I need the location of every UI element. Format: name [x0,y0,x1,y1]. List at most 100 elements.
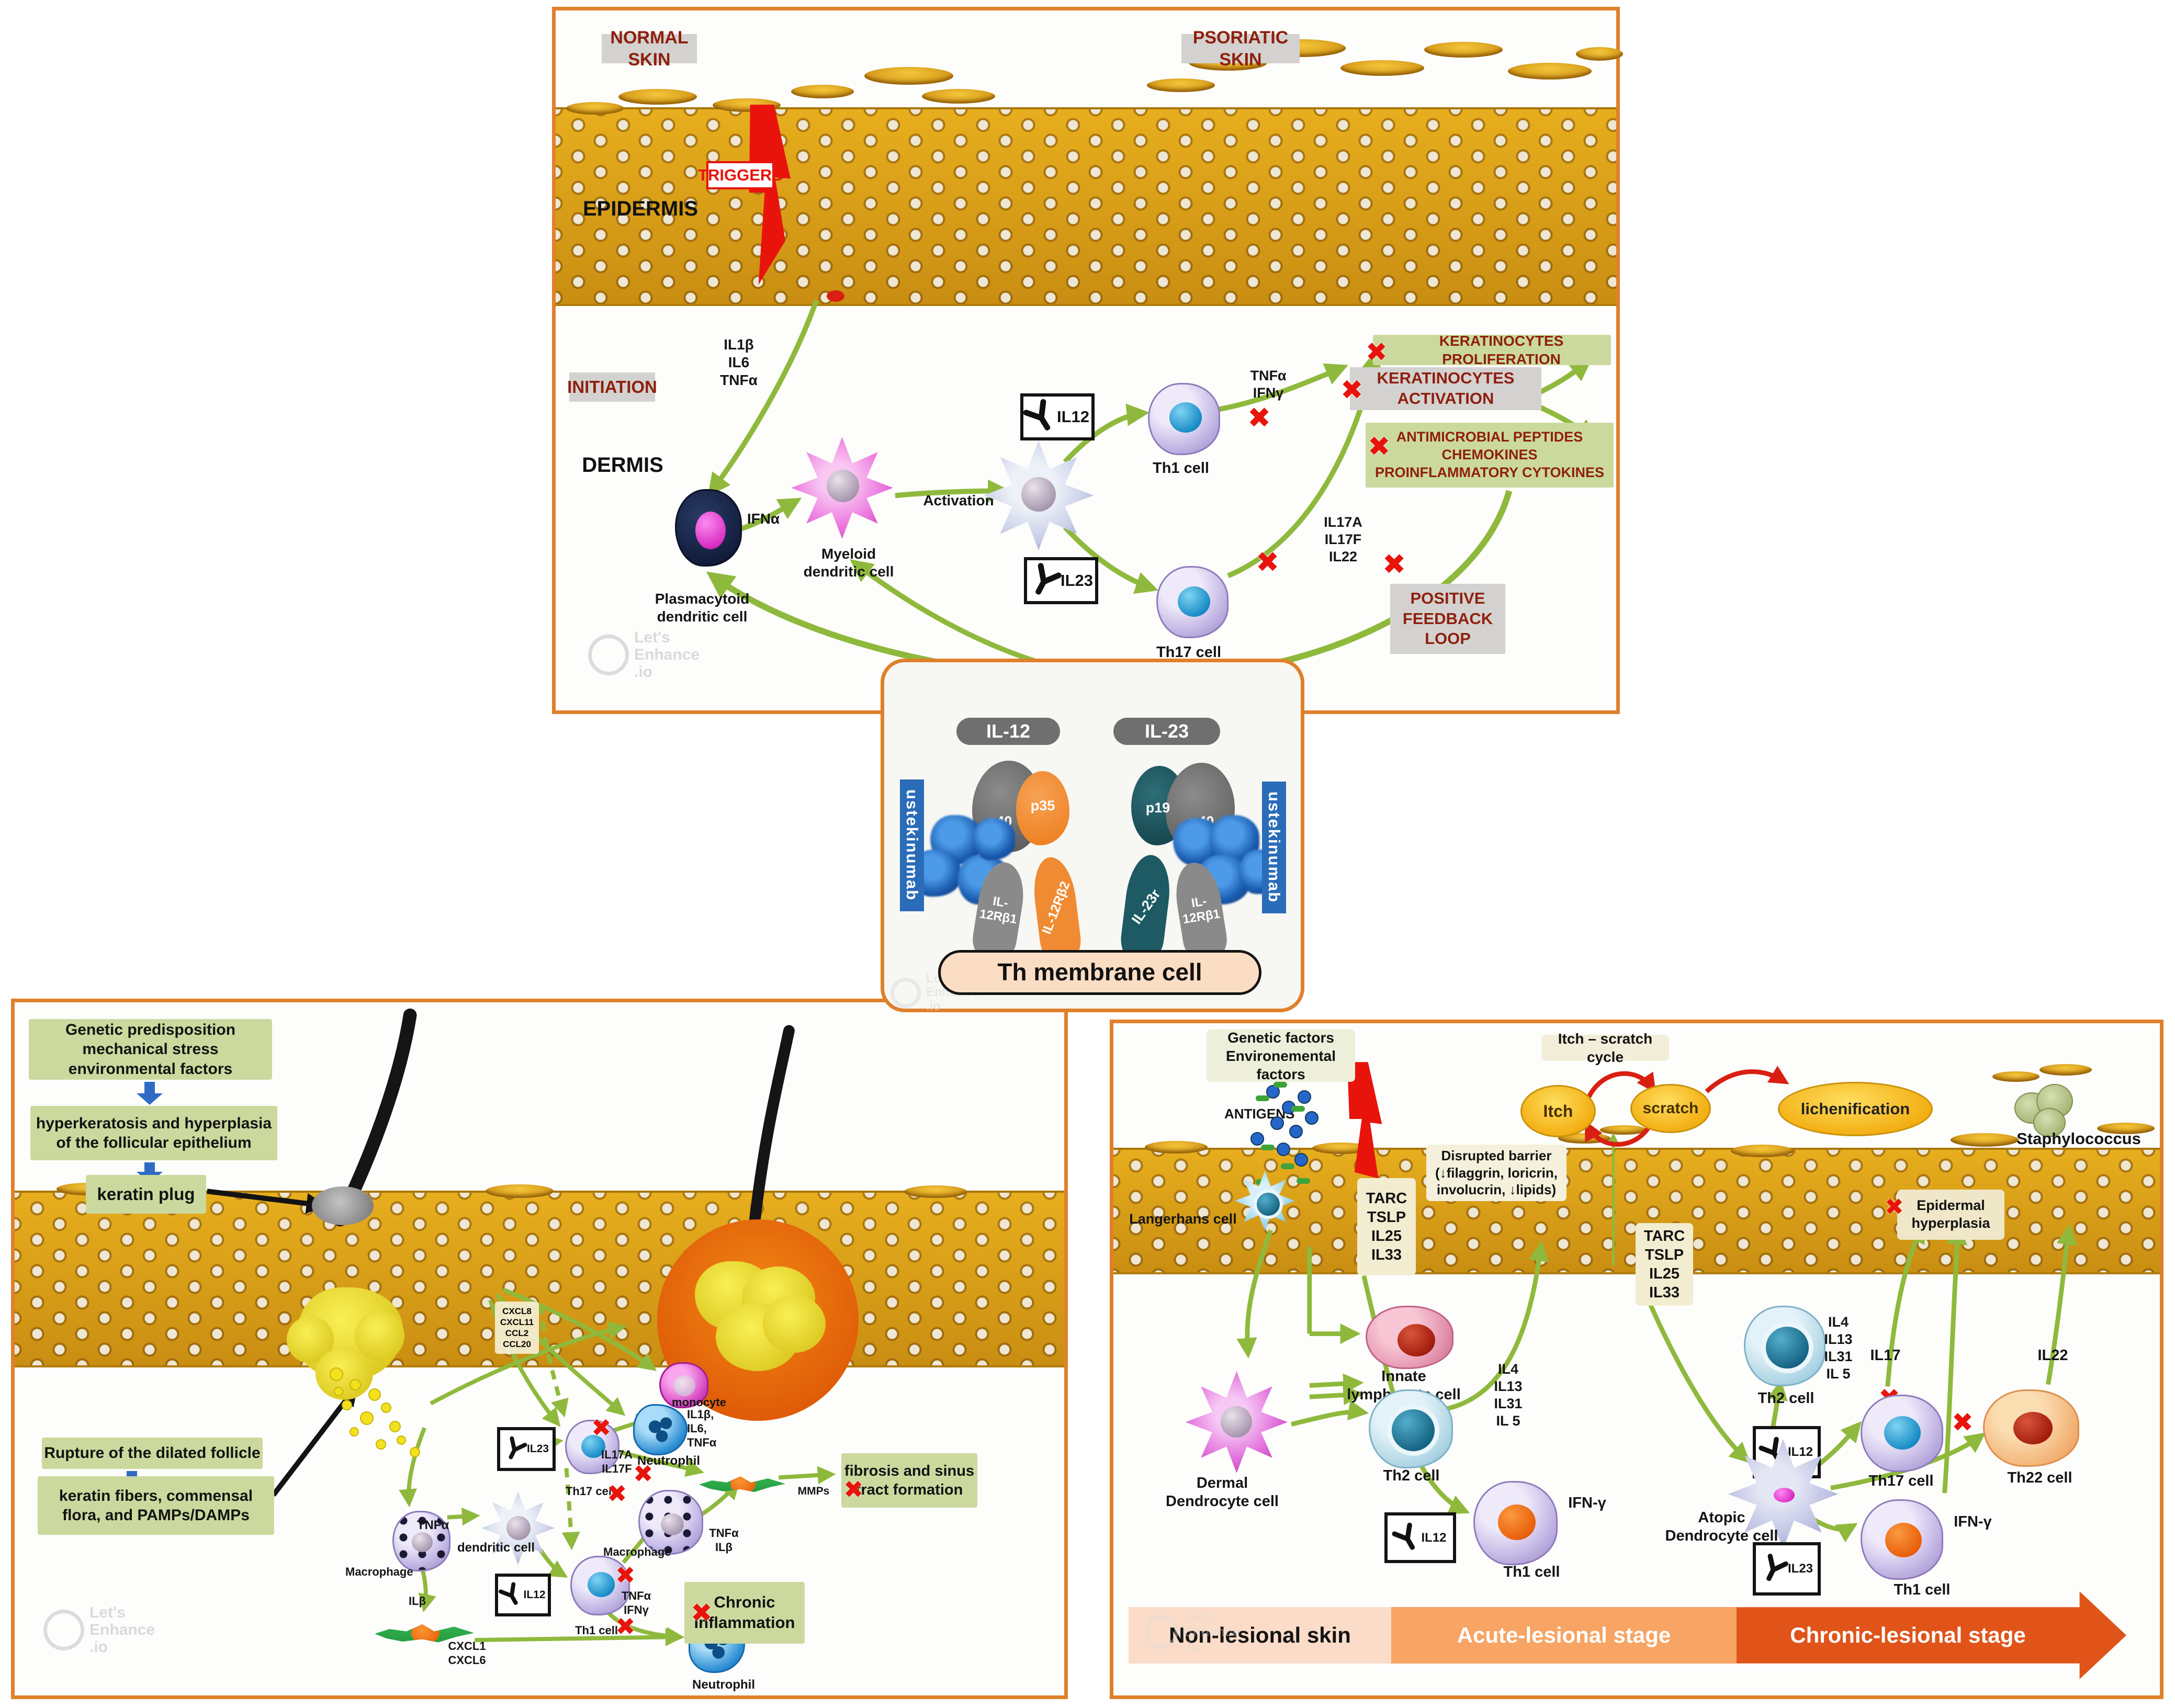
macrophage-cell [392,1511,450,1571]
th2-cytokines-label: IL4 IL13 IL31 IL 5 [1494,1361,1523,1429]
keratin-fiber-dot [381,1402,391,1413]
genetic-predisposition-box: Genetic predisposition mechanical stress… [29,1019,272,1080]
th1-cytokines-label: TNFα IFNγ [1250,368,1287,401]
antigen-dot [1277,1143,1290,1156]
scratch-node: scratch [1630,1084,1711,1133]
corneocyte-flake [1951,1133,2019,1147]
th22-cell [1983,1389,2079,1467]
cell-nucleus [1398,1324,1435,1356]
macrophage-label: Macrophage [603,1545,671,1558]
keratinocytes-activation-box: KERATINOCYTES ACTIVATION [1350,367,1541,410]
follicular-skin-band [15,1191,1064,1367]
neutrophil-label: Neutrophil [637,1454,700,1468]
ifng-label: IFN-γ [1954,1513,1992,1530]
corneocyte-flake [486,1184,554,1198]
th17-cell [565,1420,619,1474]
corneocyte-flake [922,89,995,104]
ilb-label: ILβ [409,1594,426,1608]
chemokine-list: CXCL8 CXCL11 CCL2 CCL20 [495,1302,539,1354]
antigen-rod [1281,1163,1294,1169]
innate-lymphocyte-cell-2 [1366,1306,1453,1369]
bottom-left-panel-follicle: Genetic predisposition mechanical stress… [11,999,1068,1699]
th1-cell [1861,1499,1943,1580]
cell-nucleus [1498,1505,1536,1540]
ifn-alpha-label: IFNα [747,511,780,527]
dermal-dendrocyte-label: Dermal Dendrocyte cell [1166,1475,1279,1510]
antibody-icon [1766,1554,1788,1581]
keratin-fiber-dot [360,1411,374,1425]
il12-antibody-box: IL12 [495,1574,551,1616]
tarc-cytokine-box-right: TARC TSLP IL25 IL33 [1636,1223,1693,1306]
keratin-plug-box: keratin plug [86,1175,206,1214]
th1-cytokines-label: TNFα IFNγ [621,1589,651,1616]
antigen-dot [1294,1153,1308,1167]
il23-antibody-box: IL23 [1024,557,1098,604]
th1-cell [1148,383,1220,455]
antibody-icon [1392,1522,1415,1550]
keratin-fiber-dot [342,1400,352,1410]
epidermal-hyperplasia-box: Epidermal hyperplasia [1897,1190,2004,1240]
antigen-dot [1289,1125,1303,1138]
neutrophil-cytokines-label: IL1β, IL6, TNFα [687,1408,717,1449]
p35-label: p35 [1030,798,1055,813]
cell-nucleus [581,1435,605,1458]
keratin-fiber-dot [350,1427,359,1436]
corneocyte-flake [1600,1125,1647,1135]
plasmacytoid-dendritic-cell [675,489,742,567]
corneocyte-flake [2039,1064,2092,1076]
antibody-icon [1035,563,1062,595]
normal-skin-label: NORMAL SKIN [602,28,697,70]
ustekinumab-banner-right: ustekinumab [1262,782,1286,913]
th-membrane-cell-bar: Th membrane cell [938,950,1261,995]
itch-scratch-cycle-box: Itch – scratch cycle [1541,1031,1669,1065]
antigen-dot [1270,1116,1284,1130]
psoriatic-skin-label: PSORIATIC SKIN [1181,28,1300,70]
cell-nucleus [1774,1488,1795,1502]
cell-nucleus [1761,1322,1813,1373]
cell-nucleus [827,470,859,502]
cell-nucleus [1021,477,1056,512]
lets-enhance-watermark: Let's Enhance .io [1145,1609,1240,1654]
rupture-box: Rupture of the dilated follicle [42,1438,263,1469]
neutrophil-cell [633,1404,688,1455]
staphylococcus-label: Staphylococcus [2016,1129,2141,1148]
corneocyte-flake [1992,1071,2039,1082]
corneocyte-flake [1576,47,1623,61]
plasmacytoid-dendritic-cell-label: Plasmacytoid dendritic cell [655,591,750,625]
antigen-dot [1282,1101,1295,1114]
cell-nucleus [1254,1190,1283,1219]
th17-cell-label: Th17 cell [565,1485,615,1498]
il23-antibody-box: IL23 [497,1427,556,1471]
keratin-fiber-dot [350,1379,361,1390]
block-x-icon: ✖ [1368,431,1391,462]
monocyte-cell [659,1362,708,1408]
keratin-fiber-dot [376,1439,386,1450]
fibroblast-cell [699,1476,785,1492]
keratin-fiber-dot [389,1421,401,1432]
keratinocytes-proliferation-box: KERATINOCYTES PROLIFERATION [1373,333,1611,367]
il17-cytokines-label: IL17A IL17F [601,1448,633,1475]
cell-nucleus [1221,1406,1252,1438]
th1-cell [570,1556,630,1615]
corneocyte-flake [1424,42,1503,58]
corneocyte-flake [1340,60,1424,76]
keratin-plug-gray [312,1186,374,1225]
fibroblast-chemokines-label: CXCL1 CXCL6 [448,1639,486,1667]
skin-crack-dot [827,290,844,302]
corneocyte-flake [1508,63,1592,80]
dermis-label: DERMIS [582,454,663,477]
keratin-fiber-dot [368,1388,381,1401]
cell-nucleus [1885,1523,1922,1557]
th1-cell-label: Th1 cell [575,1624,618,1637]
th1-cell [1473,1481,1558,1565]
cell-nucleus [1884,1416,1921,1450]
th17-cytokines-label: IL17A IL17F IL22 [1324,514,1362,564]
stage-non-lesional: Non-lesional skin [1129,1607,1391,1664]
il17-label: IL17 [1870,1347,1901,1364]
corneocyte-flake [904,1185,967,1198]
ustekinumab-molecule [973,818,1015,860]
cell-nucleus [1169,402,1202,433]
tarc-cytokine-box-left: TARC TSLP IL25 IL33 [1357,1178,1416,1275]
cell-nucleus [588,1572,615,1597]
